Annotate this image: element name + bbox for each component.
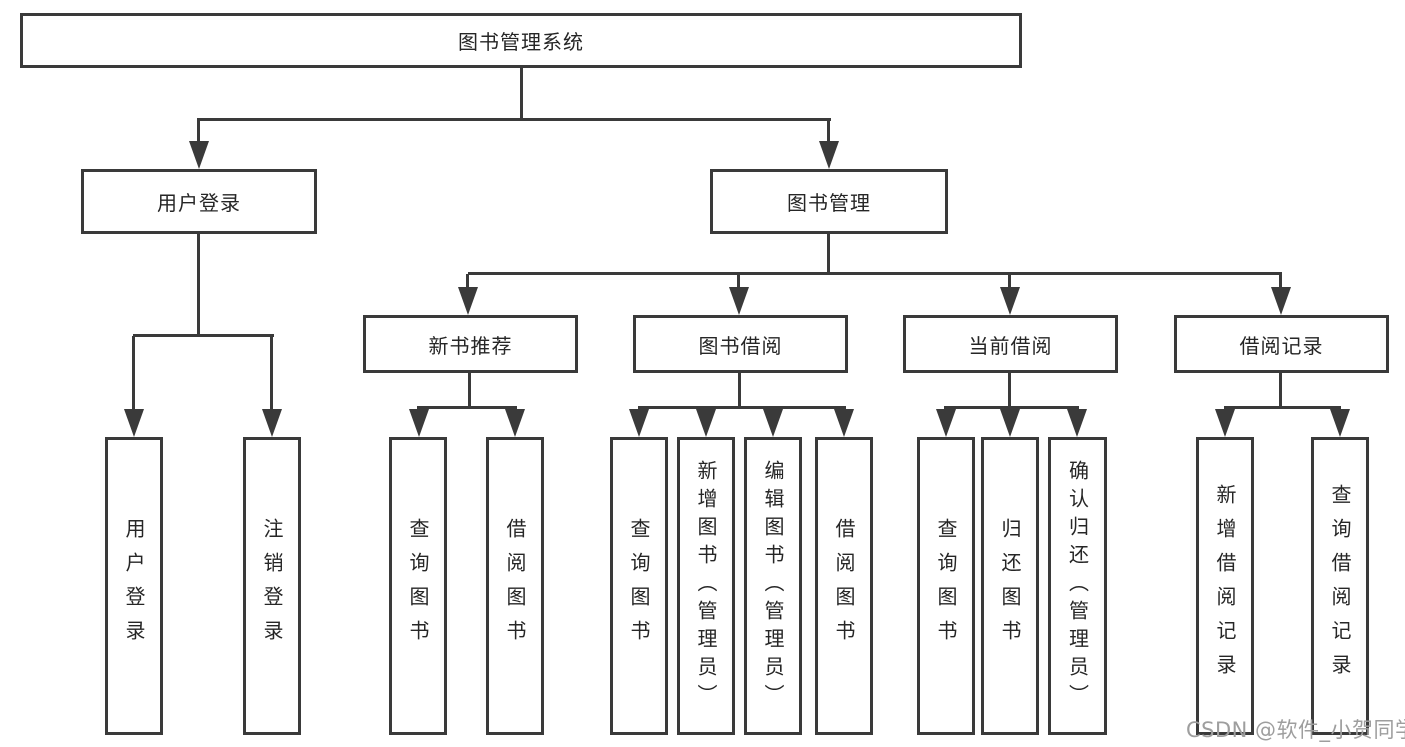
- connector-vline: [1279, 274, 1282, 294]
- node-library-management-system: 图书管理系统: [20, 13, 1022, 68]
- arrow-down-icon: [505, 409, 525, 437]
- node-label: 归还图书: [998, 518, 1022, 654]
- node-label: 借阅图书: [503, 518, 527, 654]
- node-borrowing-records: 借阅记录: [1174, 315, 1389, 373]
- node-label: 新增借阅记录: [1213, 484, 1237, 688]
- node-label: 用户登录: [157, 191, 241, 215]
- connector-hline: [418, 406, 517, 409]
- arrow-down-icon: [834, 409, 854, 437]
- arrow-down-icon: [629, 409, 649, 437]
- connector-hline: [197, 118, 831, 121]
- connector-hline: [944, 406, 1079, 409]
- node-query-borrow-record: 查询借阅记录: [1311, 437, 1369, 735]
- node-current-borrowing: 当前借阅: [903, 315, 1118, 373]
- connector-vline: [1279, 373, 1282, 409]
- node-label: 借阅记录: [1239, 333, 1324, 358]
- connector-hline: [1224, 406, 1341, 409]
- connector-vline: [197, 234, 200, 337]
- connector-hline: [638, 406, 846, 409]
- node-borrow-books-recommend: 借阅图书: [486, 437, 544, 735]
- node-label: 查询图书: [406, 518, 430, 654]
- node-label: 新书推荐: [428, 333, 513, 358]
- connector-hline: [468, 272, 1282, 275]
- node-edit-book-admin: 编辑图书（管理员）: [744, 437, 802, 735]
- arrow-down-icon: [1000, 409, 1020, 437]
- node-label: 查询借阅记录: [1328, 484, 1352, 688]
- connector-vline: [1008, 373, 1011, 409]
- arrow-down-icon: [458, 287, 478, 315]
- arrow-down-icon: [409, 409, 429, 437]
- node-return-book: 归还图书: [981, 437, 1039, 735]
- node-label: 图书管理系统: [458, 30, 584, 54]
- connector-vline: [468, 373, 471, 409]
- node-label: 查询图书: [934, 518, 958, 654]
- arrow-down-icon: [696, 409, 716, 437]
- connector-vline: [1008, 274, 1011, 294]
- node-label: 用户登录: [122, 518, 146, 654]
- node-query-books-borrow: 查询图书: [610, 437, 668, 735]
- connector-hline: [133, 334, 274, 337]
- node-user-login: 用户登录: [105, 437, 163, 735]
- connector-vline: [827, 234, 830, 275]
- arrow-down-icon: [1330, 409, 1350, 437]
- connector-vline: [270, 336, 273, 430]
- node-confirm-return-admin: 确认归还（管理员）: [1048, 437, 1107, 735]
- arrow-down-icon: [763, 409, 783, 437]
- node-borrow-books: 借阅图书: [815, 437, 873, 735]
- node-user-login-group: 用户登录: [81, 169, 317, 234]
- arrow-down-icon: [1067, 409, 1087, 437]
- connector-vline: [827, 120, 830, 150]
- connector-vline: [197, 120, 200, 150]
- arrow-down-icon: [189, 141, 209, 169]
- node-book-management: 图书管理: [710, 169, 948, 234]
- node-query-books-current: 查询图书: [917, 437, 975, 735]
- node-label: 当前借阅: [968, 333, 1053, 358]
- connector-vline: [737, 274, 740, 294]
- arrow-down-icon: [819, 141, 839, 169]
- connector-vline: [466, 274, 469, 294]
- arrow-down-icon: [124, 409, 144, 437]
- arrow-down-icon: [936, 409, 956, 437]
- node-label: 图书管理: [787, 191, 871, 215]
- arrow-down-icon: [1000, 287, 1020, 315]
- node-label: 确认归还（管理员）: [1065, 460, 1090, 712]
- node-label: 注销登录: [260, 518, 284, 654]
- connector-vline: [520, 68, 523, 120]
- node-label: 编辑图书（管理员）: [761, 460, 785, 712]
- connector-vline: [738, 373, 741, 409]
- node-label: 借阅图书: [832, 518, 856, 654]
- node-new-book-recommend: 新书推荐: [363, 315, 578, 373]
- arrow-down-icon: [262, 409, 282, 437]
- connector-vline: [132, 336, 135, 430]
- node-label: 查询图书: [627, 518, 651, 654]
- node-label: 图书借阅: [698, 333, 783, 358]
- arrow-down-icon: [1271, 287, 1291, 315]
- node-logout: 注销登录: [243, 437, 301, 735]
- node-query-books-recommend: 查询图书: [389, 437, 447, 735]
- arrow-down-icon: [1215, 409, 1235, 437]
- arrow-down-icon: [729, 287, 749, 315]
- node-book-borrowing: 图书借阅: [633, 315, 848, 373]
- node-add-book-admin: 新增图书（管理员）: [677, 437, 735, 735]
- node-label: 新增图书（管理员）: [694, 460, 718, 712]
- node-add-borrow-record: 新增借阅记录: [1196, 437, 1254, 735]
- csdn-watermark: CSDN @软件_小贺同学: [1186, 718, 1405, 742]
